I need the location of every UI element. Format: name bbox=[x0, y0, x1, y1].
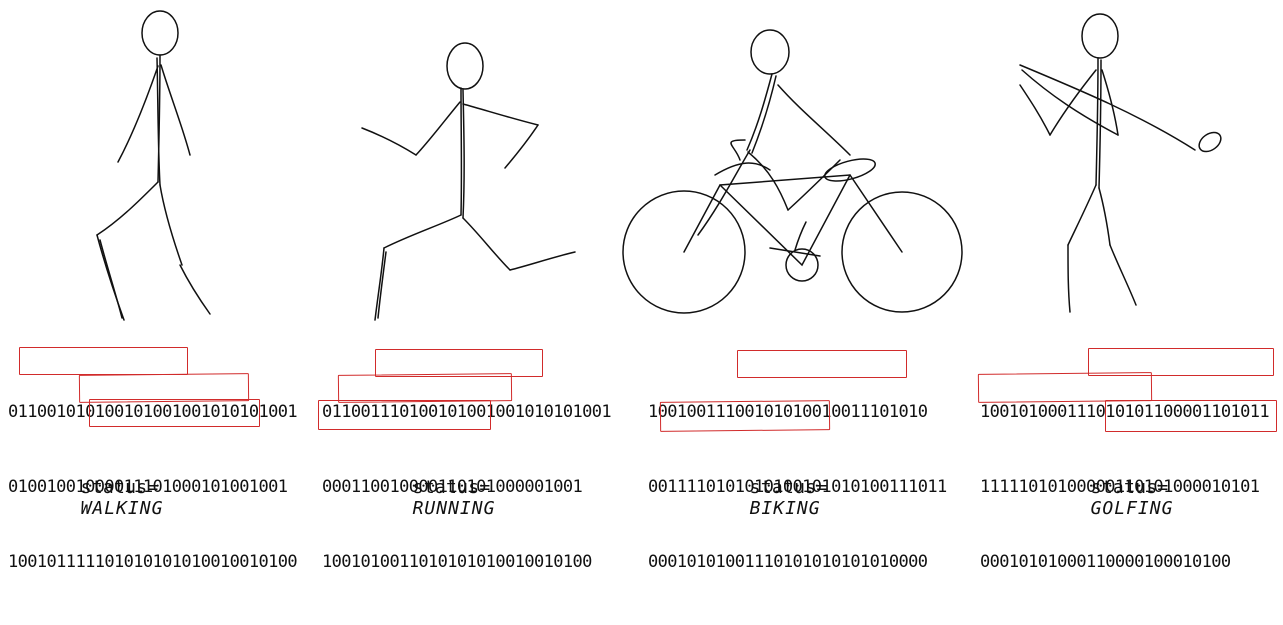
bit-row: 011001110100101001001010101001 bbox=[322, 402, 612, 422]
highlight-box bbox=[318, 400, 491, 430]
bit-row: 100101000111010101100001101011 bbox=[980, 402, 1270, 422]
highlight-box bbox=[19, 347, 188, 375]
bit-row: 01001001000011101000101001001 bbox=[8, 477, 288, 497]
status-label-biking: status= BIKING bbox=[705, 456, 828, 540]
highlight-box bbox=[977, 372, 1153, 403]
status-value: GOLFING bbox=[1090, 498, 1174, 519]
status-key: status= bbox=[1090, 477, 1169, 498]
panel-biking bbox=[620, 0, 963, 495]
highlight-box bbox=[89, 399, 260, 427]
bit-row: 000110010000110101000001001 bbox=[322, 477, 583, 497]
highlight-box bbox=[1088, 348, 1274, 376]
status-value: WALKING bbox=[80, 498, 164, 519]
status-key: status= bbox=[412, 477, 491, 498]
activity-diagram: 011001010100101001001010101001 010010010… bbox=[0, 0, 1283, 572]
bit-row: 00010101000110000100010100 bbox=[980, 552, 1231, 572]
status-label-walking: status= WALKING bbox=[36, 456, 163, 540]
bit-row: 00010101001110101010101010000 bbox=[648, 552, 928, 572]
status-value: BIKING bbox=[749, 498, 821, 519]
highlight-box bbox=[737, 350, 907, 378]
panel-golfing bbox=[970, 0, 1283, 495]
status-value: RUNNING bbox=[412, 498, 496, 519]
bit-row: 100101111101010101010010010100 bbox=[8, 552, 298, 572]
highlight-box bbox=[337, 373, 513, 403]
bit-row: 1001010011010101010010010100 bbox=[322, 552, 592, 572]
highlight-box bbox=[1105, 400, 1277, 432]
highlight-box bbox=[375, 349, 543, 377]
bit-row: 0011110101010100101010100111011 bbox=[648, 477, 947, 497]
status-key: status= bbox=[749, 477, 828, 498]
biking-stick-figure bbox=[622, 29, 963, 314]
status-label-running: status= RUNNING bbox=[368, 456, 495, 540]
highlight-box bbox=[659, 400, 831, 432]
bit-row: 10010011100101010010011101010 bbox=[648, 402, 928, 422]
panel-walking bbox=[0, 0, 320, 495]
walking-stick-figure bbox=[96, 10, 211, 321]
golfing-stick-figure bbox=[1019, 13, 1222, 313]
panel-running bbox=[320, 0, 640, 495]
status-label-golfing: status= GOLFING bbox=[1046, 456, 1173, 540]
status-key: status= bbox=[80, 477, 159, 498]
bit-row: 011001010100101001001010101001 bbox=[8, 402, 298, 422]
bit-row: 11111010100000110101000010101 bbox=[980, 477, 1260, 497]
running-stick-figure bbox=[361, 42, 576, 321]
